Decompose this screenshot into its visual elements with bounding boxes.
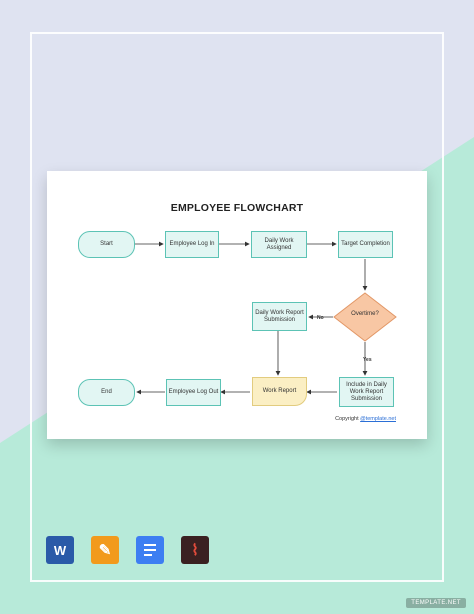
node-work-report: Work Report — [252, 377, 307, 406]
copyright-text: Copyright @template.net — [335, 416, 396, 422]
flowchart-card: EMPLOYEE FLOWCHART Start Employee Log In… — [47, 171, 427, 439]
node-start: Start — [78, 231, 135, 258]
node-employee-log-out: Employee Log Out — [166, 379, 221, 406]
copyright-prefix: Copyright — [335, 416, 359, 422]
google-docs-icon[interactable] — [136, 536, 164, 564]
node-target-completion: Target Completion — [338, 231, 393, 258]
docs-lines-icon — [144, 544, 156, 556]
pdf-icon[interactable]: ⌇ — [181, 536, 209, 564]
word-icon[interactable]: W — [46, 536, 74, 564]
edge-label-no: No — [317, 315, 324, 321]
flowchart-title: EMPLOYEE FLOWCHART — [170, 202, 304, 214]
node-overtime-decision — [333, 292, 397, 342]
copyright-link[interactable]: @template.net — [360, 416, 396, 422]
node-daily-work-assigned: Daily Work Assigned — [251, 231, 307, 258]
page-frame — [30, 32, 444, 582]
watermark: TEMPLATE.NET — [406, 598, 466, 608]
node-include-in-daily-report: Include in Daily Work Report Submission — [339, 377, 394, 407]
pages-icon[interactable]: ✎ — [91, 536, 119, 564]
node-end: End — [78, 379, 135, 406]
node-daily-work-report-submission: Daily Work Report Submission — [252, 302, 307, 331]
node-employee-log-in: Employee Log In — [165, 231, 219, 258]
flowchart-connectors — [135, 241, 368, 395]
overtime-label: Overtime? — [351, 311, 379, 317]
edge-label-yes: Yes — [363, 357, 372, 363]
format-icons: W ✎ ⌇ — [46, 536, 209, 564]
